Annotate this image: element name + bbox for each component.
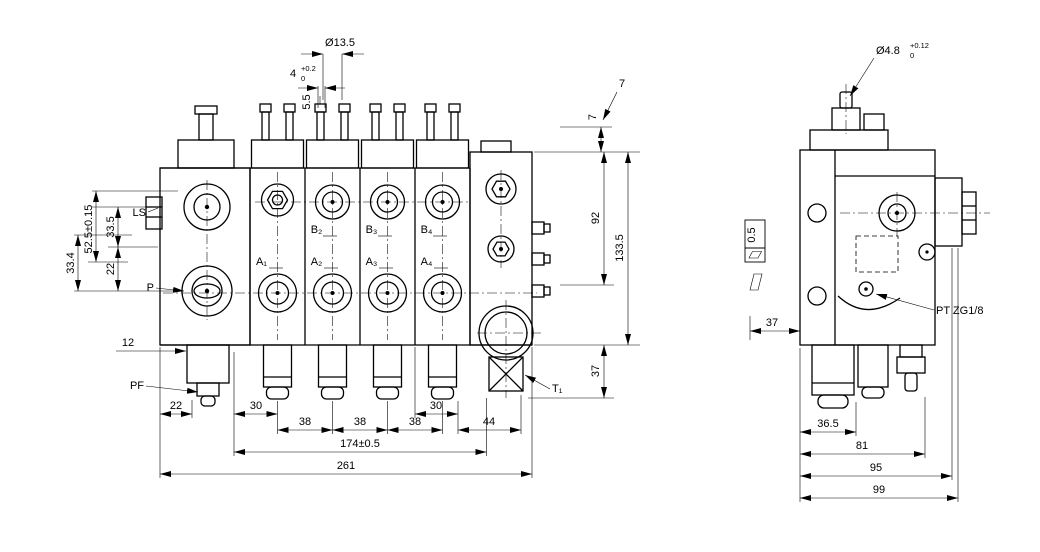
dim-12: 12 [122, 337, 134, 349]
dim-52-5: 52.5±0.15 [83, 205, 95, 254]
dim-99: 99 [873, 484, 885, 496]
port-label-b2: B₂ [311, 224, 323, 236]
flatness-symbol-icon [748, 251, 763, 259]
dim-133-5: 133.5 [614, 234, 626, 262]
dim-hole-dia-side: Ø4.8 [876, 45, 900, 57]
dim-7-b: 7 [619, 78, 625, 90]
dim-30-right: 30 [430, 400, 442, 412]
dimension-lines-side [750, 57, 958, 501]
side-center-dots [864, 211, 929, 291]
dim-cap-height: 5.5 [301, 94, 313, 109]
dim-7-a: 7 [587, 114, 599, 120]
port-label-a4: A₄ [421, 256, 433, 268]
port-label-pf: PF [130, 380, 144, 392]
dim-width-tol-dn: 0 [301, 74, 305, 83]
extension-lines-side [749, 248, 959, 502]
dim-38-b: 38 [354, 416, 366, 428]
dim-174: 174±0.5 [340, 438, 380, 450]
dim-flatness: 0.5 [746, 227, 758, 242]
port-label-ls: LS [133, 207, 146, 219]
dim-44: 44 [483, 416, 495, 428]
dim-width-4: 4 [290, 68, 296, 80]
dim-bottom-22: 22 [170, 400, 182, 412]
side-view: 0.5 Ø4.8 +0.12 0 PT ZG1/8 37 [744, 41, 990, 502]
port-label-b3: B₃ [366, 224, 378, 236]
dim-37-front: 37 [590, 365, 602, 377]
extension-lines-front [74, 54, 640, 478]
dim-hole-tol-dn: 0 [910, 51, 914, 60]
port-label-a2: A₂ [311, 256, 323, 268]
dim-hole-tol-up: +0.12 [910, 41, 929, 50]
valve-body-side [799, 91, 977, 409]
dim-33-4: 33.4 [65, 252, 77, 273]
port-label-b4: B₄ [421, 224, 433, 236]
datum-parallelogram-icon [749, 273, 763, 291]
dim-hole-dia: Ø13.5 [325, 37, 355, 49]
flatness-frame [744, 219, 766, 291]
dimension-texts-front: Ø13.5 4 +0.2 0 5.5 52.5±0.15 33.5 33.4 2… [65, 37, 626, 472]
dim-81: 81 [856, 440, 868, 452]
port-label-t1: T₁ [552, 383, 563, 395]
port-label-a3: A₃ [366, 256, 378, 268]
dim-37-side: 37 [766, 317, 778, 329]
centerlines-side [840, 84, 990, 236]
port-label-pt: PT ZG1/8 [936, 305, 983, 317]
dim-width-tol-up: +0.2 [301, 64, 316, 73]
dimension-lines-front [75, 51, 631, 477]
dim-36-5: 36.5 [817, 418, 838, 430]
centerlines-front [163, 170, 542, 398]
hidden-lines-side [855, 235, 899, 273]
front-view: A₁ A₂ A₃ A₄ B₂ B₃ B₄ T₁ LS P PF [65, 37, 640, 478]
dim-38-a: 38 [299, 416, 311, 428]
front-port-labels: A₁ A₂ A₃ A₄ B₂ B₃ B₄ T₁ LS P PF [130, 207, 563, 395]
dim-30-left: 30 [250, 400, 262, 412]
dim-38-c: 38 [409, 416, 421, 428]
dim-92: 92 [590, 212, 602, 224]
valve-body-front [145, 103, 551, 407]
port-label-ticks [269, 235, 448, 269]
dimension-texts-side: Ø4.8 +0.12 0 PT ZG1/8 37 36.5 81 95 99 [766, 41, 984, 496]
dim-261: 261 [337, 460, 355, 472]
dim-95: 95 [870, 462, 882, 474]
port-label-a1: A₁ [256, 256, 267, 268]
port-label-p: P [147, 282, 154, 294]
dim-left-22: 22 [105, 263, 117, 275]
dim-33-5: 33.5 [105, 216, 117, 237]
